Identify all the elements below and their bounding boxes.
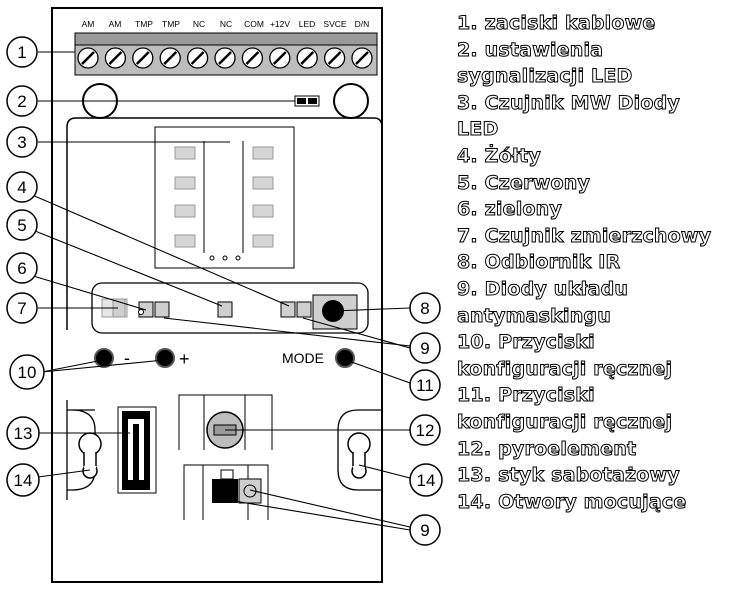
microwave-sensor	[154, 126, 295, 269]
svg-text:7: 7	[17, 299, 26, 318]
callout-7: 7	[6, 292, 38, 324]
keyhole-left	[78, 432, 102, 479]
svg-text:12: 12	[416, 421, 435, 440]
terminal-label: AM	[82, 19, 95, 29]
lower-right-recess	[337, 409, 382, 491]
terminal-label: D/N	[355, 19, 370, 29]
callouts: 1 2 3 4 5 6 7 8 9 10 11 12 13 14 9 14	[6, 36, 443, 546]
led-antimask-2	[296, 301, 312, 318]
mode-button[interactable]	[335, 348, 355, 368]
tamper-switch	[117, 406, 157, 494]
callout-5: 5	[6, 209, 38, 241]
terminal-screw-slot	[245, 51, 260, 65]
legend-item: 13. styk sabotażowy	[457, 464, 681, 487]
terminal-screw-slot	[190, 51, 205, 65]
callout-8: 8	[409, 292, 441, 324]
terminal-block	[74, 32, 378, 76]
svg-text:5: 5	[17, 216, 26, 235]
legend-item: 7. Czujnik zmierzchowy	[457, 224, 712, 247]
keyhole-right	[347, 432, 371, 479]
legend-item: 6. zielony	[457, 198, 563, 221]
callout-14-left: 14	[6, 463, 40, 497]
legend-item: 1. zaciski kablowe	[457, 12, 656, 35]
svg-text:8: 8	[420, 299, 429, 318]
legend-item: 2. ustawienia sygnalizacji LED	[457, 38, 633, 88]
svg-text:6: 6	[17, 259, 26, 278]
svg-text:13: 13	[14, 424, 33, 443]
led-antimask	[154, 301, 170, 318]
terminal-label: TMP	[162, 19, 180, 29]
leader-lines	[29, 51, 411, 531]
terminal-screw-slot	[272, 51, 287, 65]
legend-item: 14. Otwory mocujące	[457, 490, 687, 513]
terminal-label: LED	[299, 19, 316, 29]
terminal-label: AM	[109, 19, 122, 29]
legend-item: 8. Odbiornik IR	[457, 251, 621, 274]
callout-3: 3	[6, 126, 38, 158]
pcb-diagram: AM AM TMP TMP NC NC COM +12V LED SVCE D/…	[6, 7, 443, 583]
terminal-label: TMP	[135, 19, 153, 29]
callout-2: 2	[6, 85, 38, 117]
svg-text:1: 1	[17, 43, 26, 62]
antimask-connector	[183, 464, 269, 520]
terminal-label: COM	[244, 19, 264, 29]
svg-text:11: 11	[416, 376, 434, 395]
legend-item: 12. pyroelement	[457, 437, 637, 460]
pyroelement	[178, 394, 273, 450]
svg-text:9: 9	[420, 521, 429, 540]
legend-item: 4. Żółty	[457, 144, 542, 167]
terminal-screw-slot	[327, 51, 342, 65]
callout-13: 13	[6, 416, 40, 450]
legend-item: 9. Diody układu antymaskingu	[457, 277, 629, 327]
svg-text:2: 2	[17, 92, 26, 111]
legend-list: 1. zaciski kablowe 2. ustawienia sygnali…	[457, 10, 727, 515]
callout-14-right: 14	[409, 463, 443, 497]
terminal-screw-slot	[108, 51, 123, 65]
terminal-screw-slot	[355, 51, 369, 65]
callout-9-bottom: 9	[409, 514, 441, 546]
legend-item: 5. Czerwony	[457, 171, 591, 194]
callout-10: 10	[9, 354, 45, 390]
terminal-labels: AM AM TMP TMP NC NC COM +12V LED SVCE D/…	[82, 19, 370, 29]
legend-item: 10. Przyciski konfiguracji ręcznej	[457, 331, 673, 381]
callout-11: 11	[409, 369, 441, 401]
legend-item: 3. Czujnik MW Diody LED	[457, 91, 681, 141]
terminal-screw-slot	[218, 51, 232, 65]
svg-text:3: 3	[17, 133, 26, 152]
terminal-label: SVCE	[323, 19, 346, 29]
terminal-label: NC	[193, 19, 205, 29]
svg-text:14: 14	[417, 471, 436, 490]
svg-text:10: 10	[18, 363, 37, 382]
plus-button[interactable]	[155, 348, 175, 368]
terminal-label: NC	[220, 19, 232, 29]
mode-label: MODE	[282, 350, 324, 366]
mounting-hole-right	[333, 83, 369, 119]
led-yellow	[280, 301, 296, 318]
terminal-screw-slot	[81, 51, 95, 65]
terminal-screw-slot	[163, 51, 178, 65]
callout-1: 1	[6, 36, 38, 68]
minus-label: -	[124, 348, 130, 368]
led-red	[217, 301, 233, 318]
callout-9: 9	[409, 332, 441, 364]
callout-4: 4	[6, 171, 38, 203]
minus-button[interactable]	[94, 348, 114, 368]
terminal-screw-slot	[300, 51, 315, 65]
callout-6: 6	[6, 252, 38, 284]
plus-label: +	[179, 349, 190, 369]
terminal-screw-slot	[135, 51, 150, 65]
upper-panel-edge	[66, 117, 383, 330]
svg-text:14: 14	[14, 471, 33, 490]
led-jumper	[294, 95, 320, 107]
svg-text:4: 4	[17, 178, 26, 197]
svg-text:9: 9	[420, 339, 429, 358]
legend-item: 11. Przyciski konfiguracji ręcznej	[457, 384, 673, 434]
callout-12: 12	[409, 414, 441, 446]
terminal-label: +12V	[270, 19, 290, 29]
